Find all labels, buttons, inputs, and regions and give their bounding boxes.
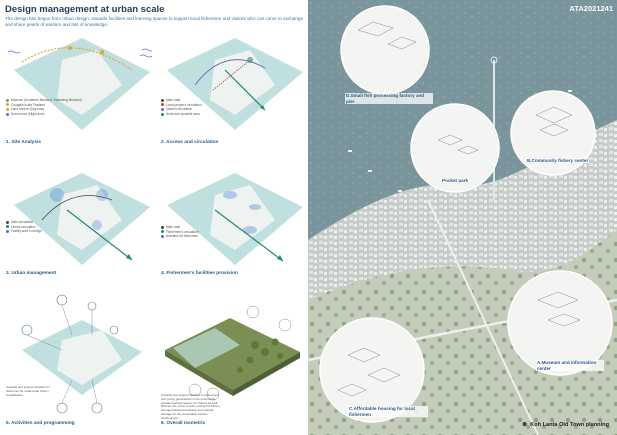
legend-item: Land breeze (Day time): [6, 107, 82, 112]
legend-item: Cungalin Kuda Thailand: [6, 103, 82, 108]
legend-swatch: [161, 112, 164, 116]
legend-swatch: [161, 225, 164, 229]
access-circulation-map: [167, 38, 303, 130]
vignette-label-fishery-center: B.Community fishery center: [526, 158, 590, 163]
project-code: ATA2021241: [569, 4, 614, 13]
legend-swatch: [6, 107, 9, 111]
panel-urban-management: Main circulation Linked circulation Faci…: [2, 165, 152, 276]
legend-swatch: [6, 98, 9, 102]
legend-item: Activities for fishermen: [161, 234, 199, 239]
legend-swatch: [161, 98, 164, 102]
legend-item: Museum (Andaman Museum, Kalawang Museum): [6, 98, 82, 103]
site-analysis-legend: Museum (Andaman Museum, Kalawang Museum)…: [6, 98, 82, 116]
legend-swatch: [6, 103, 9, 107]
panel-overall-isometric: Towards and support facilities for fishe…: [155, 290, 305, 430]
compass-icon: ⊛: [522, 422, 528, 428]
legend-swatch: [6, 229, 9, 233]
vignette-label-factory: D.Small fish processing factory and pier: [345, 93, 433, 105]
legend-item: Sea breeze (Night time): [6, 112, 82, 117]
panel-label: 3. Urban management: [6, 271, 57, 276]
legend-swatch: [161, 107, 164, 111]
activities-note: Towards and support facilities for fishe…: [6, 385, 50, 397]
isometric-note: Towards and support facilities for fishe…: [161, 393, 221, 420]
panel-label: 5. Activities and programming: [6, 421, 75, 426]
panel-label: 2. Access and circulation: [161, 140, 219, 145]
koh-lanta-masterplan: ATA2021241 D.Small fish processing facto…: [308, 0, 617, 435]
legend-item: Main road: [161, 98, 202, 103]
legend-swatch: [6, 225, 9, 229]
panel-label: 4. Fishermen's facilities provision: [161, 271, 238, 276]
panel-access-circulation: Main road Local people's circulation Vis…: [155, 30, 305, 145]
design-management-board: Design management at urban scale The des…: [0, 0, 308, 435]
vignette-label-housing: C.Affordable housing for local fishermen: [348, 406, 428, 418]
legend-item: Local people's circulation: [161, 103, 202, 108]
legend-swatch: [161, 230, 164, 234]
legend-swatch: [161, 234, 164, 238]
legend-swatch: [6, 112, 9, 116]
legend-item: Node and possible area: [161, 112, 202, 117]
access-circulation-legend: Main road Local people's circulation Vis…: [161, 98, 202, 116]
fishermen-facilities-legend: Main road Fishermen's circulation Activi…: [161, 225, 199, 239]
legend-item: Main road: [161, 225, 199, 230]
panel-fishermen-facilities: Main road Fishermen's circulation Activi…: [155, 165, 305, 276]
legend-item: Fishermen's circulation: [161, 230, 199, 235]
masterplan-map: [308, 0, 617, 435]
legend-swatch: [6, 220, 9, 224]
panel-site-analysis: Museum (Andaman Museum, Kalawang Museum)…: [2, 30, 152, 145]
urban-management-map: [14, 173, 150, 265]
legend-item: Main circulation: [6, 220, 42, 225]
board-title: Design management at urban scale: [5, 4, 165, 15]
panel-label: 1. Site Analysis: [6, 140, 42, 145]
urban-management-legend: Main circulation Linked circulation Faci…: [6, 220, 42, 234]
panel-label: 6. Overall isometric: [161, 421, 206, 426]
footer-title: ⊛ Koh Lanta Old Town planning: [522, 421, 609, 429]
legend-item: Visitor's circulation: [161, 107, 202, 112]
activities-programming-diagram: [21, 294, 142, 414]
legend-item: Facility area in design: [6, 229, 42, 234]
vignette-label-museum: A.Museum and information center: [536, 360, 604, 372]
fishermen-facilities-map: [167, 173, 303, 265]
footer-text: Koh Lanta Old Town planning: [530, 421, 609, 428]
panel-activities-programming: Towards and support facilities for fishe…: [2, 290, 152, 430]
overall-isometric-model: [165, 305, 300, 401]
legend-item: Linked circulation: [6, 225, 42, 230]
site-analysis-map: [7, 38, 152, 130]
board-description: The design has begun from urban design, …: [5, 16, 303, 27]
legend-swatch: [161, 103, 164, 107]
vignette-label-pocket-park: Pocket park: [441, 178, 470, 183]
